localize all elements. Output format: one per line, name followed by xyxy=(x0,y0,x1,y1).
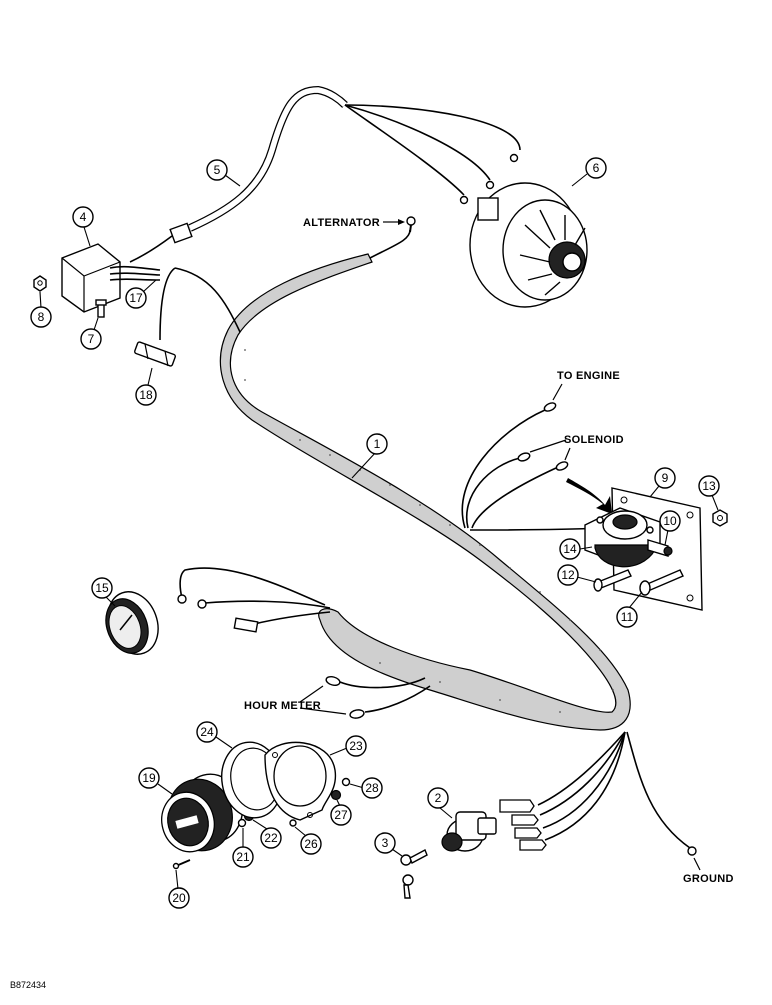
reference-code: B872434 xyxy=(10,980,46,990)
svg-text:15: 15 xyxy=(95,581,109,595)
svg-text:8: 8 xyxy=(38,310,45,324)
svg-text:13: 13 xyxy=(702,479,716,493)
svg-text:2: 2 xyxy=(435,791,442,805)
callout-27: 27 xyxy=(330,799,352,826)
callout-2: 2 xyxy=(427,787,453,819)
callout-10: 10 xyxy=(659,510,681,546)
svg-text:20: 20 xyxy=(172,891,186,905)
svg-text:24: 24 xyxy=(200,725,214,739)
washer-28 xyxy=(341,777,351,787)
callout-5: 5 xyxy=(206,159,241,187)
callout-21: 21 xyxy=(232,828,254,868)
fuse-18 xyxy=(134,341,176,367)
callout-11: 11 xyxy=(616,591,643,628)
svg-text:7: 7 xyxy=(88,332,95,346)
svg-text:26: 26 xyxy=(304,837,318,851)
callout-18: 18 xyxy=(135,367,157,406)
callout-9: 9 xyxy=(649,467,676,498)
keys-3 xyxy=(400,849,428,899)
callout-1: 1 xyxy=(351,433,388,479)
terminal-10 xyxy=(647,539,673,557)
bracket-23 xyxy=(264,741,337,821)
ignition-switch-2 xyxy=(441,811,497,852)
svg-text:19: 19 xyxy=(142,771,156,785)
svg-text:10: 10 xyxy=(663,514,677,528)
voltage-regulator-4 xyxy=(61,243,161,313)
svg-text:SOLENOID: SOLENOID xyxy=(564,434,624,446)
alternator-terminal xyxy=(406,216,416,233)
callout-24: 24 xyxy=(196,721,233,749)
label-ground: GROUND xyxy=(683,857,734,885)
svg-text:11: 11 xyxy=(621,610,634,624)
bolt-11 xyxy=(639,569,684,596)
callout-4: 4 xyxy=(72,206,94,247)
svg-text:27: 27 xyxy=(334,808,348,822)
callout-12: 12 xyxy=(557,564,597,586)
svg-text:9: 9 xyxy=(662,471,669,485)
solenoid-arrow xyxy=(566,478,612,514)
callout-26: 26 xyxy=(294,826,322,855)
gauge-wires xyxy=(177,567,331,633)
callout-23: 23 xyxy=(329,735,367,757)
svg-text:12: 12 xyxy=(561,568,575,582)
svg-text:23: 23 xyxy=(349,739,363,753)
label-alternator: ALTERNATOR xyxy=(303,217,405,229)
svg-text:1: 1 xyxy=(374,437,381,451)
nut-13 xyxy=(712,509,728,527)
svg-text:18: 18 xyxy=(139,388,153,402)
label-hour-meter: HOUR METER xyxy=(244,685,347,715)
callout-20: 20 xyxy=(168,869,190,909)
svg-text:3: 3 xyxy=(382,836,389,850)
callout-22: 22 xyxy=(252,819,282,849)
solenoid-body-14 xyxy=(584,507,661,568)
svg-text:TO ENGINE: TO ENGINE xyxy=(557,370,620,382)
svg-text:4: 4 xyxy=(80,210,87,224)
alternator-wire xyxy=(369,229,411,259)
main-harness xyxy=(219,253,631,731)
callout-28: 28 xyxy=(349,777,383,799)
svg-text:21: 21 xyxy=(236,850,250,864)
switch-wires xyxy=(499,731,697,856)
regulator-branch-wire xyxy=(174,267,241,333)
callout-15: 15 xyxy=(91,577,116,607)
gauge-15 xyxy=(105,591,159,655)
label-solenoid: SOLENOID xyxy=(529,434,624,461)
callout-13: 13 xyxy=(698,475,720,511)
solenoid-wires xyxy=(461,402,601,531)
svg-text:28: 28 xyxy=(365,781,379,795)
svg-text:GROUND: GROUND xyxy=(683,873,734,885)
svg-text:22: 22 xyxy=(264,831,278,845)
callout-19: 19 xyxy=(138,767,173,795)
callout-14: 14 xyxy=(559,538,593,560)
svg-text:ALTERNATOR: ALTERNATOR xyxy=(303,217,380,229)
alternator-6 xyxy=(469,182,588,308)
washer-21 xyxy=(237,818,247,828)
callout-8: 8 xyxy=(30,291,52,328)
svg-text:14: 14 xyxy=(563,542,577,556)
alternator-harness-5 xyxy=(129,85,521,263)
nut-8 xyxy=(33,275,47,292)
callout-3: 3 xyxy=(374,832,403,857)
svg-text:17: 17 xyxy=(129,291,143,305)
svg-text:HOUR METER: HOUR METER xyxy=(244,700,321,712)
svg-text:5: 5 xyxy=(214,163,221,177)
callout-6: 6 xyxy=(571,157,607,187)
screw-7 xyxy=(95,299,107,318)
callout-17: 17 xyxy=(125,279,157,309)
hour-meter-wires xyxy=(325,676,431,719)
washer-26 xyxy=(289,819,297,827)
label-to-engine: TO ENGINE xyxy=(552,370,620,401)
callout-7: 7 xyxy=(80,317,102,350)
screw-20 xyxy=(172,859,191,870)
svg-text:6: 6 xyxy=(593,161,600,175)
nut-27 xyxy=(330,789,342,801)
